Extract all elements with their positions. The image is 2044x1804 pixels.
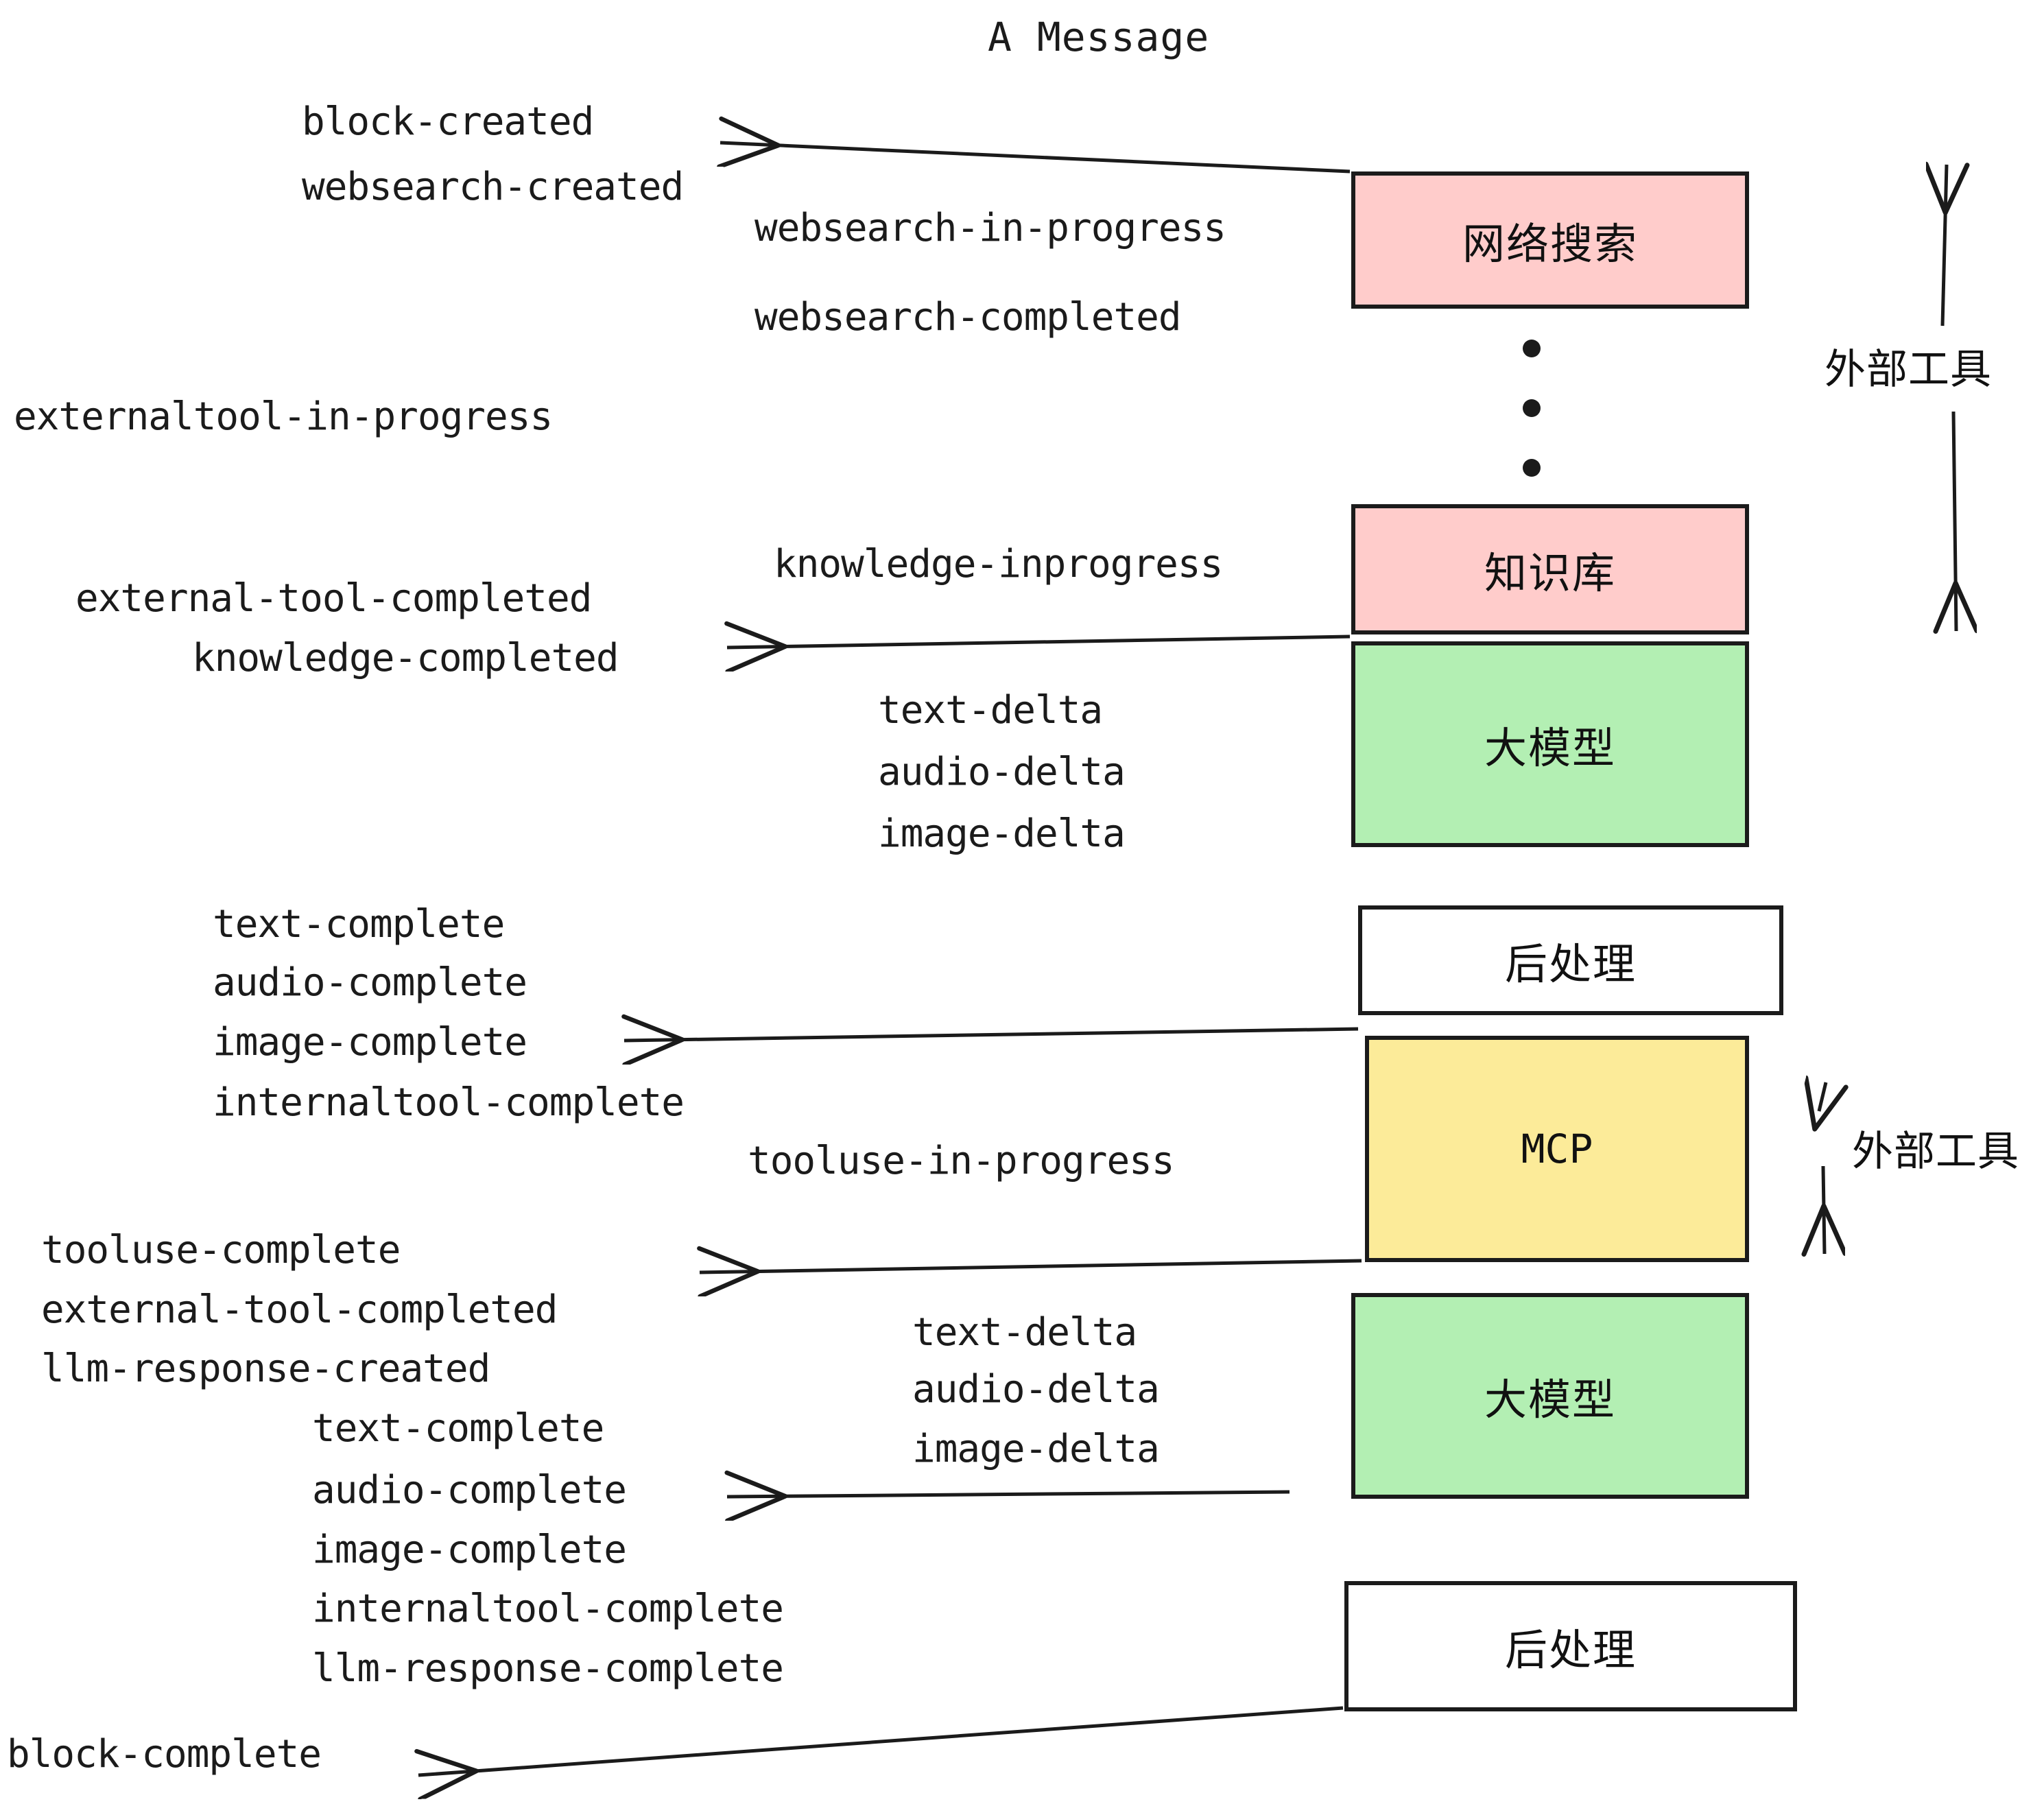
event-text-delta-second: text-delta bbox=[912, 1310, 1137, 1355]
node-postprocess-second[interactable]: 后处理 bbox=[1344, 1581, 1797, 1711]
node-websearch[interactable]: 网络搜索 bbox=[1351, 171, 1749, 309]
event-websearch-in-progress: websearch-in-progress bbox=[754, 206, 1226, 250]
event-audio-complete-first: audio-complete bbox=[213, 960, 527, 1005]
event-image-complete-first: image-complete bbox=[213, 1020, 527, 1065]
event-image-complete-second: image-complete bbox=[312, 1528, 627, 1572]
node-postprocess-first[interactable]: 后处理 bbox=[1358, 905, 1783, 1015]
event-websearch-created: websearch-created bbox=[302, 165, 684, 209]
arrow-postprocess-to-block-complete bbox=[418, 1706, 1344, 1775]
event-websearch-completed: websearch-completed bbox=[754, 295, 1182, 340]
arrow-external-tools-top-up bbox=[1942, 165, 1947, 327]
arrow-llm-to-audio-complete bbox=[727, 1492, 1290, 1497]
event-external-tool-completed-second: external-tool-completed bbox=[41, 1287, 558, 1332]
arrow-external-tools-bottom-down bbox=[1823, 1165, 1825, 1254]
event-audio-delta-first: audio-delta bbox=[878, 750, 1126, 794]
event-external-tool-completed-first: external-tool-completed bbox=[75, 576, 592, 621]
group-label-external-tools-bottom: 外部工具 bbox=[1852, 1128, 2019, 1176]
event-text-complete-second: text-complete bbox=[312, 1406, 604, 1451]
event-block-complete: block-complete bbox=[7, 1732, 322, 1777]
node-llm-first[interactable]: 大模型 bbox=[1351, 641, 1749, 847]
event-knowledge-inprogress: knowledge-inprogress bbox=[774, 542, 1223, 586]
arrow-mcp-to-tooluse-complete bbox=[700, 1261, 1362, 1272]
event-tooluse-complete: tooluse-complete bbox=[41, 1228, 401, 1272]
event-text-delta-first: text-delta bbox=[878, 688, 1103, 733]
event-knowledge-completed: knowledge-completed bbox=[192, 636, 619, 680]
event-audio-complete-second: audio-complete bbox=[312, 1468, 627, 1512]
ellipsis-dot bbox=[1523, 340, 1541, 357]
arrow-websearch-to-block-created bbox=[720, 143, 1351, 174]
event-internaltool-complete-second: internaltool-complete bbox=[312, 1587, 784, 1631]
event-block-created: block-created bbox=[302, 99, 594, 144]
node-llm-second[interactable]: 大模型 bbox=[1351, 1293, 1749, 1499]
vertical-ellipsis-dots bbox=[1523, 340, 1541, 477]
event-llm-response-created: llm-response-created bbox=[41, 1346, 490, 1391]
node-knowledge-base[interactable]: 知识库 bbox=[1351, 504, 1749, 634]
event-internaltool-complete-first: internaltool-complete bbox=[213, 1080, 685, 1125]
event-text-complete-first: text-complete bbox=[213, 902, 505, 947]
event-tooluse-in-progress: tooluse-in-progress bbox=[748, 1139, 1175, 1183]
event-image-delta-second: image-delta bbox=[912, 1427, 1160, 1471]
arrow-postprocess-to-image-complete bbox=[624, 1029, 1359, 1041]
event-externaltool-in-progress: externaltool-in-progress bbox=[14, 394, 553, 439]
arrow-external-tools-bottom-up bbox=[1819, 1082, 1826, 1111]
event-image-delta-first: image-delta bbox=[878, 811, 1126, 856]
node-mcp[interactable]: MCP bbox=[1365, 1036, 1749, 1262]
page-title: A Message bbox=[988, 14, 1210, 60]
event-audio-delta-second: audio-delta bbox=[912, 1367, 1160, 1412]
ellipsis-dot bbox=[1523, 459, 1541, 477]
group-label-external-tools-top: 外部工具 bbox=[1825, 346, 1992, 394]
event-llm-response-complete: llm-response-complete bbox=[312, 1646, 784, 1691]
arrow-knowledge-to-knowledge-completed bbox=[727, 637, 1351, 648]
arrow-external-tools-top-down bbox=[1953, 411, 1956, 631]
ellipsis-dot bbox=[1523, 399, 1541, 417]
